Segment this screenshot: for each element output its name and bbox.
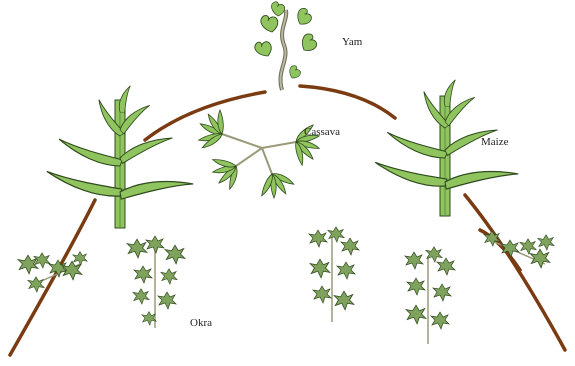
cassava-plant	[198, 110, 320, 198]
yam-plant	[253, 1, 320, 90]
label-yam: Yam	[342, 36, 362, 48]
okra-plant-2	[127, 236, 185, 328]
okra-plants	[18, 227, 554, 344]
label-cassava: Cassava	[304, 126, 340, 138]
maize-plant-left	[45, 84, 194, 228]
row-line-left-lower	[10, 200, 95, 355]
okra-plant-1	[18, 252, 87, 293]
label-okra: Okra	[190, 317, 212, 329]
label-maize: Maize	[481, 136, 508, 148]
okra-plant-5	[484, 231, 554, 268]
row-lines	[10, 86, 565, 355]
row-line-right-lower	[465, 195, 565, 350]
okra-plant-4	[405, 247, 455, 344]
okra-plant-3	[309, 227, 359, 322]
row-line-right-upper	[300, 86, 395, 118]
row-line-left-upper	[145, 92, 265, 140]
